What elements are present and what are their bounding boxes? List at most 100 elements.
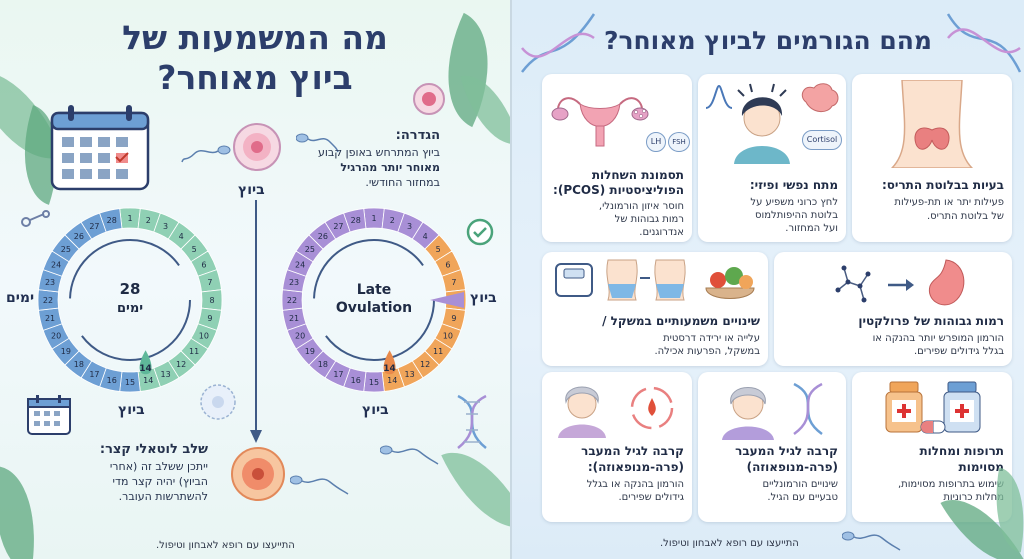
cause-card-stress: Cortisol מתח נפשי ופיזי: לחץ כרוני משפיע… xyxy=(698,74,846,242)
cycle-day-label: 15 xyxy=(369,378,379,387)
left-title-line2: ביוץ מאוחר? xyxy=(157,58,353,97)
brain-icon xyxy=(801,83,839,112)
cycle-day-label: 16 xyxy=(107,376,117,385)
definition-title: הגדרה: xyxy=(395,128,440,143)
pcos-title2: הפוליציסטיות (PCOS): xyxy=(553,183,684,197)
cause-card-thyroid: בעיות בבלוטת התריס: פעילות יתר או תת-פעי… xyxy=(852,74,1012,242)
weight-desc1: עלייה או ירידה דרסטית xyxy=(663,333,760,344)
cycle-day-label: 11 xyxy=(433,347,443,356)
panel-divider xyxy=(510,0,512,559)
pituitary-icon xyxy=(928,259,965,306)
cycle-day-label: 17 xyxy=(89,370,99,379)
cycle-day-label: 19 xyxy=(61,347,71,356)
perimenopause-title1: קרבה לגיל המעבר xyxy=(735,444,838,458)
cycle-day-label: 27 xyxy=(333,222,343,231)
cycle-day-label: 28 xyxy=(351,216,361,225)
cycle-day-label: 16 xyxy=(351,376,361,385)
definition-line1: ביוץ המתרחש באופן קבוע xyxy=(318,146,440,159)
cycle-day-label: 1 xyxy=(371,214,376,223)
cycle-day-label: 26 xyxy=(318,232,328,241)
weight-desc2: במשקל, הפרעות אכילה. xyxy=(654,346,760,357)
left-title: מה המשמעות של ביוץ מאוחר? xyxy=(90,18,420,98)
older-woman-icon xyxy=(558,386,606,438)
medications-desc2: מחלות כרוניות xyxy=(943,492,1004,503)
cycle-day-label: 22 xyxy=(43,296,53,305)
pill-icon xyxy=(920,420,946,434)
prolactin-desc2: בגלל גידולים שפירים. xyxy=(914,346,1004,357)
hormone-cycle-icon xyxy=(630,386,674,430)
cycle-day-label: 3 xyxy=(407,222,412,231)
dna-icon xyxy=(457,394,487,449)
cycle-day-label: 25 xyxy=(305,245,315,254)
cortisol-tag: Cortisol xyxy=(802,130,842,150)
late-marker-label: ביוץ xyxy=(470,290,497,306)
pcos-desc2: רמות גבוהות של xyxy=(614,214,684,225)
perimenopause2-title2: (פרה-מנופאוזה): xyxy=(587,460,684,474)
cycle-day-label: 21 xyxy=(45,314,55,323)
cycle-day-label: 12 xyxy=(176,360,186,369)
definition-line2: מאוחר יותר מהרגיל xyxy=(340,161,440,174)
cycle-center-label: 28 xyxy=(120,280,141,298)
cycle-day-label: 20 xyxy=(51,332,61,341)
ovulation-day-label: 14 xyxy=(139,364,152,374)
left-panel: מה המשמעות של ביוץ מאוחר? הגדרה: xyxy=(0,0,510,559)
medications-title1: תרופות ומחלות xyxy=(919,444,1004,458)
arrow-right-icon xyxy=(888,279,914,291)
cycle-day-label: 25 xyxy=(61,245,71,254)
cause-card-prolactin: רמות גבוהות של פרולקטין הורמון המופרש יו… xyxy=(774,252,1012,366)
cycle-day-label: 24 xyxy=(51,260,61,269)
cycle-day-label: 18 xyxy=(318,360,328,369)
ovary-line-icon xyxy=(21,210,50,227)
cycle-day-label: 18 xyxy=(74,360,84,369)
thyroid-desc2: של בלוטת התריס. xyxy=(926,211,1004,222)
cycle-day-label: 9 xyxy=(207,314,212,323)
perimenopause-desc2: טבעיים עם הגיל. xyxy=(767,492,838,503)
cycle-center-label: Late xyxy=(357,282,392,298)
dna-icon xyxy=(793,382,823,436)
left-title-line1: מה המשמעות של xyxy=(122,18,388,57)
medicine-bottle-icon xyxy=(885,381,923,433)
cycle-day-label: 20 xyxy=(295,332,305,341)
lh-tag: LH xyxy=(646,132,666,152)
cause-card-medications: תרופות ומחלות מסוימות שימוש בתרופות מסוי… xyxy=(852,372,1012,522)
late-cycle-ring: 1234567891011121314151617181920212223242… xyxy=(281,207,467,393)
cycle-center-label: Ovulation xyxy=(336,300,412,316)
hormone-curve-icon xyxy=(705,84,733,109)
left-consult-note: התייעצו עם רופא לאבחון וטיפול. xyxy=(156,540,295,551)
cycle-day-label: 28 xyxy=(107,216,117,225)
mature-egg-icon xyxy=(231,447,285,501)
cycle-day-label: 1 xyxy=(127,214,132,223)
sperm-icon xyxy=(181,145,231,163)
stressed-person-icon xyxy=(734,83,790,164)
right-consult-note: התייעצו עם רופא לאבחון וטיפול. xyxy=(660,538,799,549)
cause-card-pcos: LH FSH תסמונת השחלות הפוליציסטיות (PCOS)… xyxy=(542,74,692,242)
stress-desc1: לחץ כרוני משפיע על xyxy=(750,197,838,208)
ovulation-marker xyxy=(383,350,396,375)
ovulation-day-label: 14 xyxy=(383,364,396,374)
sperm-icon xyxy=(380,445,439,465)
cycle-day-label: 23 xyxy=(289,278,299,287)
cause-card-weight: שינויים משמעותיים במשקל / עלייה או ירידה… xyxy=(542,252,768,366)
luteal-title: שלב לוטאלי קצר: xyxy=(99,442,208,457)
body-shape-icon xyxy=(606,259,686,301)
thyroid-title: בעיות בבלוטת התריס: xyxy=(881,178,1004,192)
cycle-day-label: 24 xyxy=(295,260,305,269)
luteal-line3: להשתרשות העובר. xyxy=(118,490,208,503)
perimenopause-title2: (פרה-מנופאוזה) xyxy=(746,460,838,474)
small-calendar-icon xyxy=(27,395,71,435)
cycle-day-label: 2 xyxy=(390,216,395,225)
weight-title: שינויים משמעותיים במשקל / xyxy=(602,314,760,328)
cycle-day-label: 3 xyxy=(163,222,168,231)
cycle-day-label: 19 xyxy=(305,347,315,356)
normal-ovulation-label: ביוץ xyxy=(118,402,145,418)
stress-desc3: ועל המחזור. xyxy=(785,223,838,234)
vegetables-icon xyxy=(705,267,755,299)
cycle-day-label: 6 xyxy=(445,260,450,269)
perimenopause2-desc2: גידולים שפירים. xyxy=(618,492,684,503)
cycle-day-label: 7 xyxy=(207,278,212,287)
thyroid-desc1: פעילות יתר או תת-פעילות xyxy=(894,197,1004,208)
sperm-icon xyxy=(290,475,349,495)
stress-desc2: בלוטת ההיפותלמוס xyxy=(755,210,838,221)
cycle-day-label: 13 xyxy=(404,370,414,379)
pcos-desc3: אנדרוגנים. xyxy=(639,227,684,238)
